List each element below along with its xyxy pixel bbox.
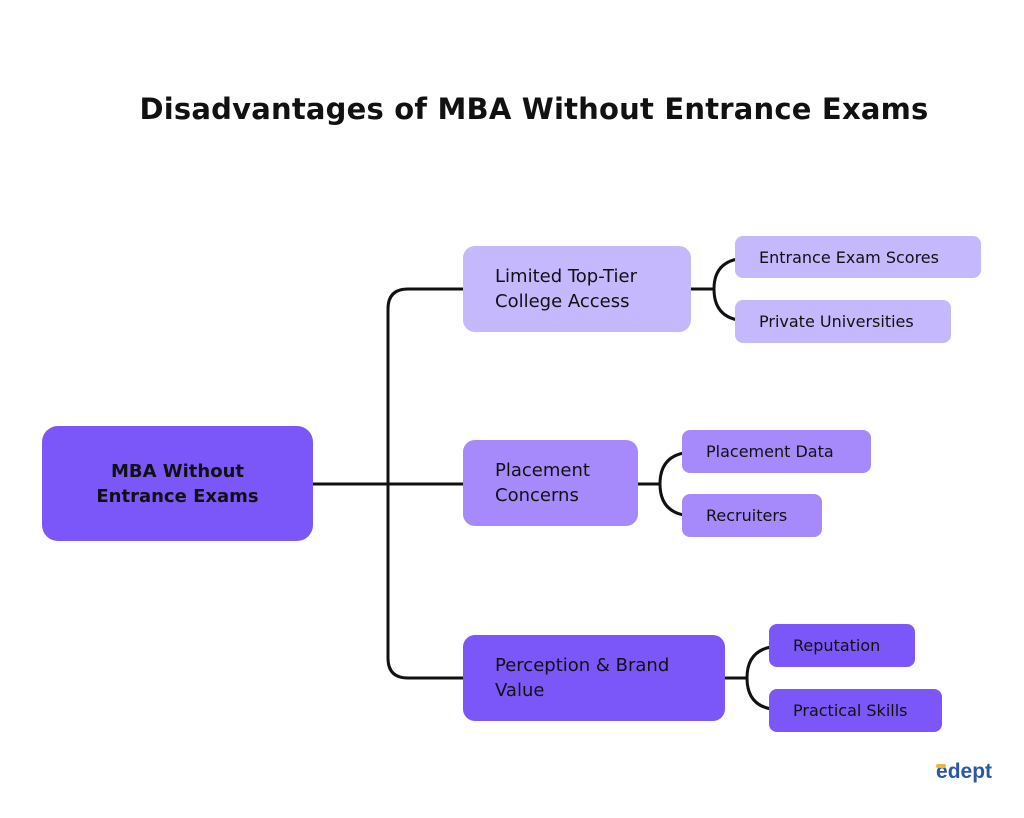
leaf-node-entrance-exam-scores: Entrance Exam Scores: [735, 236, 981, 278]
logo-wordmark: dept: [947, 760, 993, 783]
leaf-node-practical-skills: Practical Skills: [769, 689, 942, 732]
logo-e-mark: e: [936, 760, 948, 783]
branch-node-college-access: Limited Top-Tier College Access: [463, 246, 691, 332]
leaf-node-recruiters: Recruiters: [682, 494, 822, 537]
branch-label-line1: Limited Top-Tier: [495, 266, 637, 287]
leaf-label: Private Universities: [759, 312, 914, 331]
root-label-line2: Entrance Exams: [96, 485, 259, 507]
root-label-line1: MBA Without: [110, 460, 245, 482]
diagram-title: Disadvantages of MBA Without Entrance Ex…: [139, 92, 929, 126]
leaf-label: Entrance Exam Scores: [759, 247, 939, 267]
leaf-node-private-universities: Private Universities: [735, 300, 951, 343]
leaf-label: Placement Data: [706, 442, 834, 461]
leaf-label: Practical Skills: [793, 701, 908, 720]
root-node: MBA Without Entrance Exams: [42, 426, 313, 541]
leaf-node-placement-data: Placement Data: [682, 430, 871, 473]
branch-label-line1: Placement: [495, 460, 590, 481]
branch-node-placement-concerns: Placement Concerns: [463, 440, 638, 526]
branch-node-perception-brand-value: Perception & Brand Value: [463, 635, 725, 721]
branch-label-line2: Concerns: [495, 485, 579, 506]
leaf-node-reputation: Reputation: [769, 624, 915, 667]
leaf-label: Reputation: [793, 636, 881, 655]
trunk-connector: [386, 287, 479, 680]
branch-label-line1: Perception & Brand: [495, 655, 670, 676]
leaf-label: Recruiters: [706, 506, 788, 525]
branch-label-line2: Value: [495, 680, 545, 701]
branch-label-line2: College Access: [495, 291, 630, 312]
